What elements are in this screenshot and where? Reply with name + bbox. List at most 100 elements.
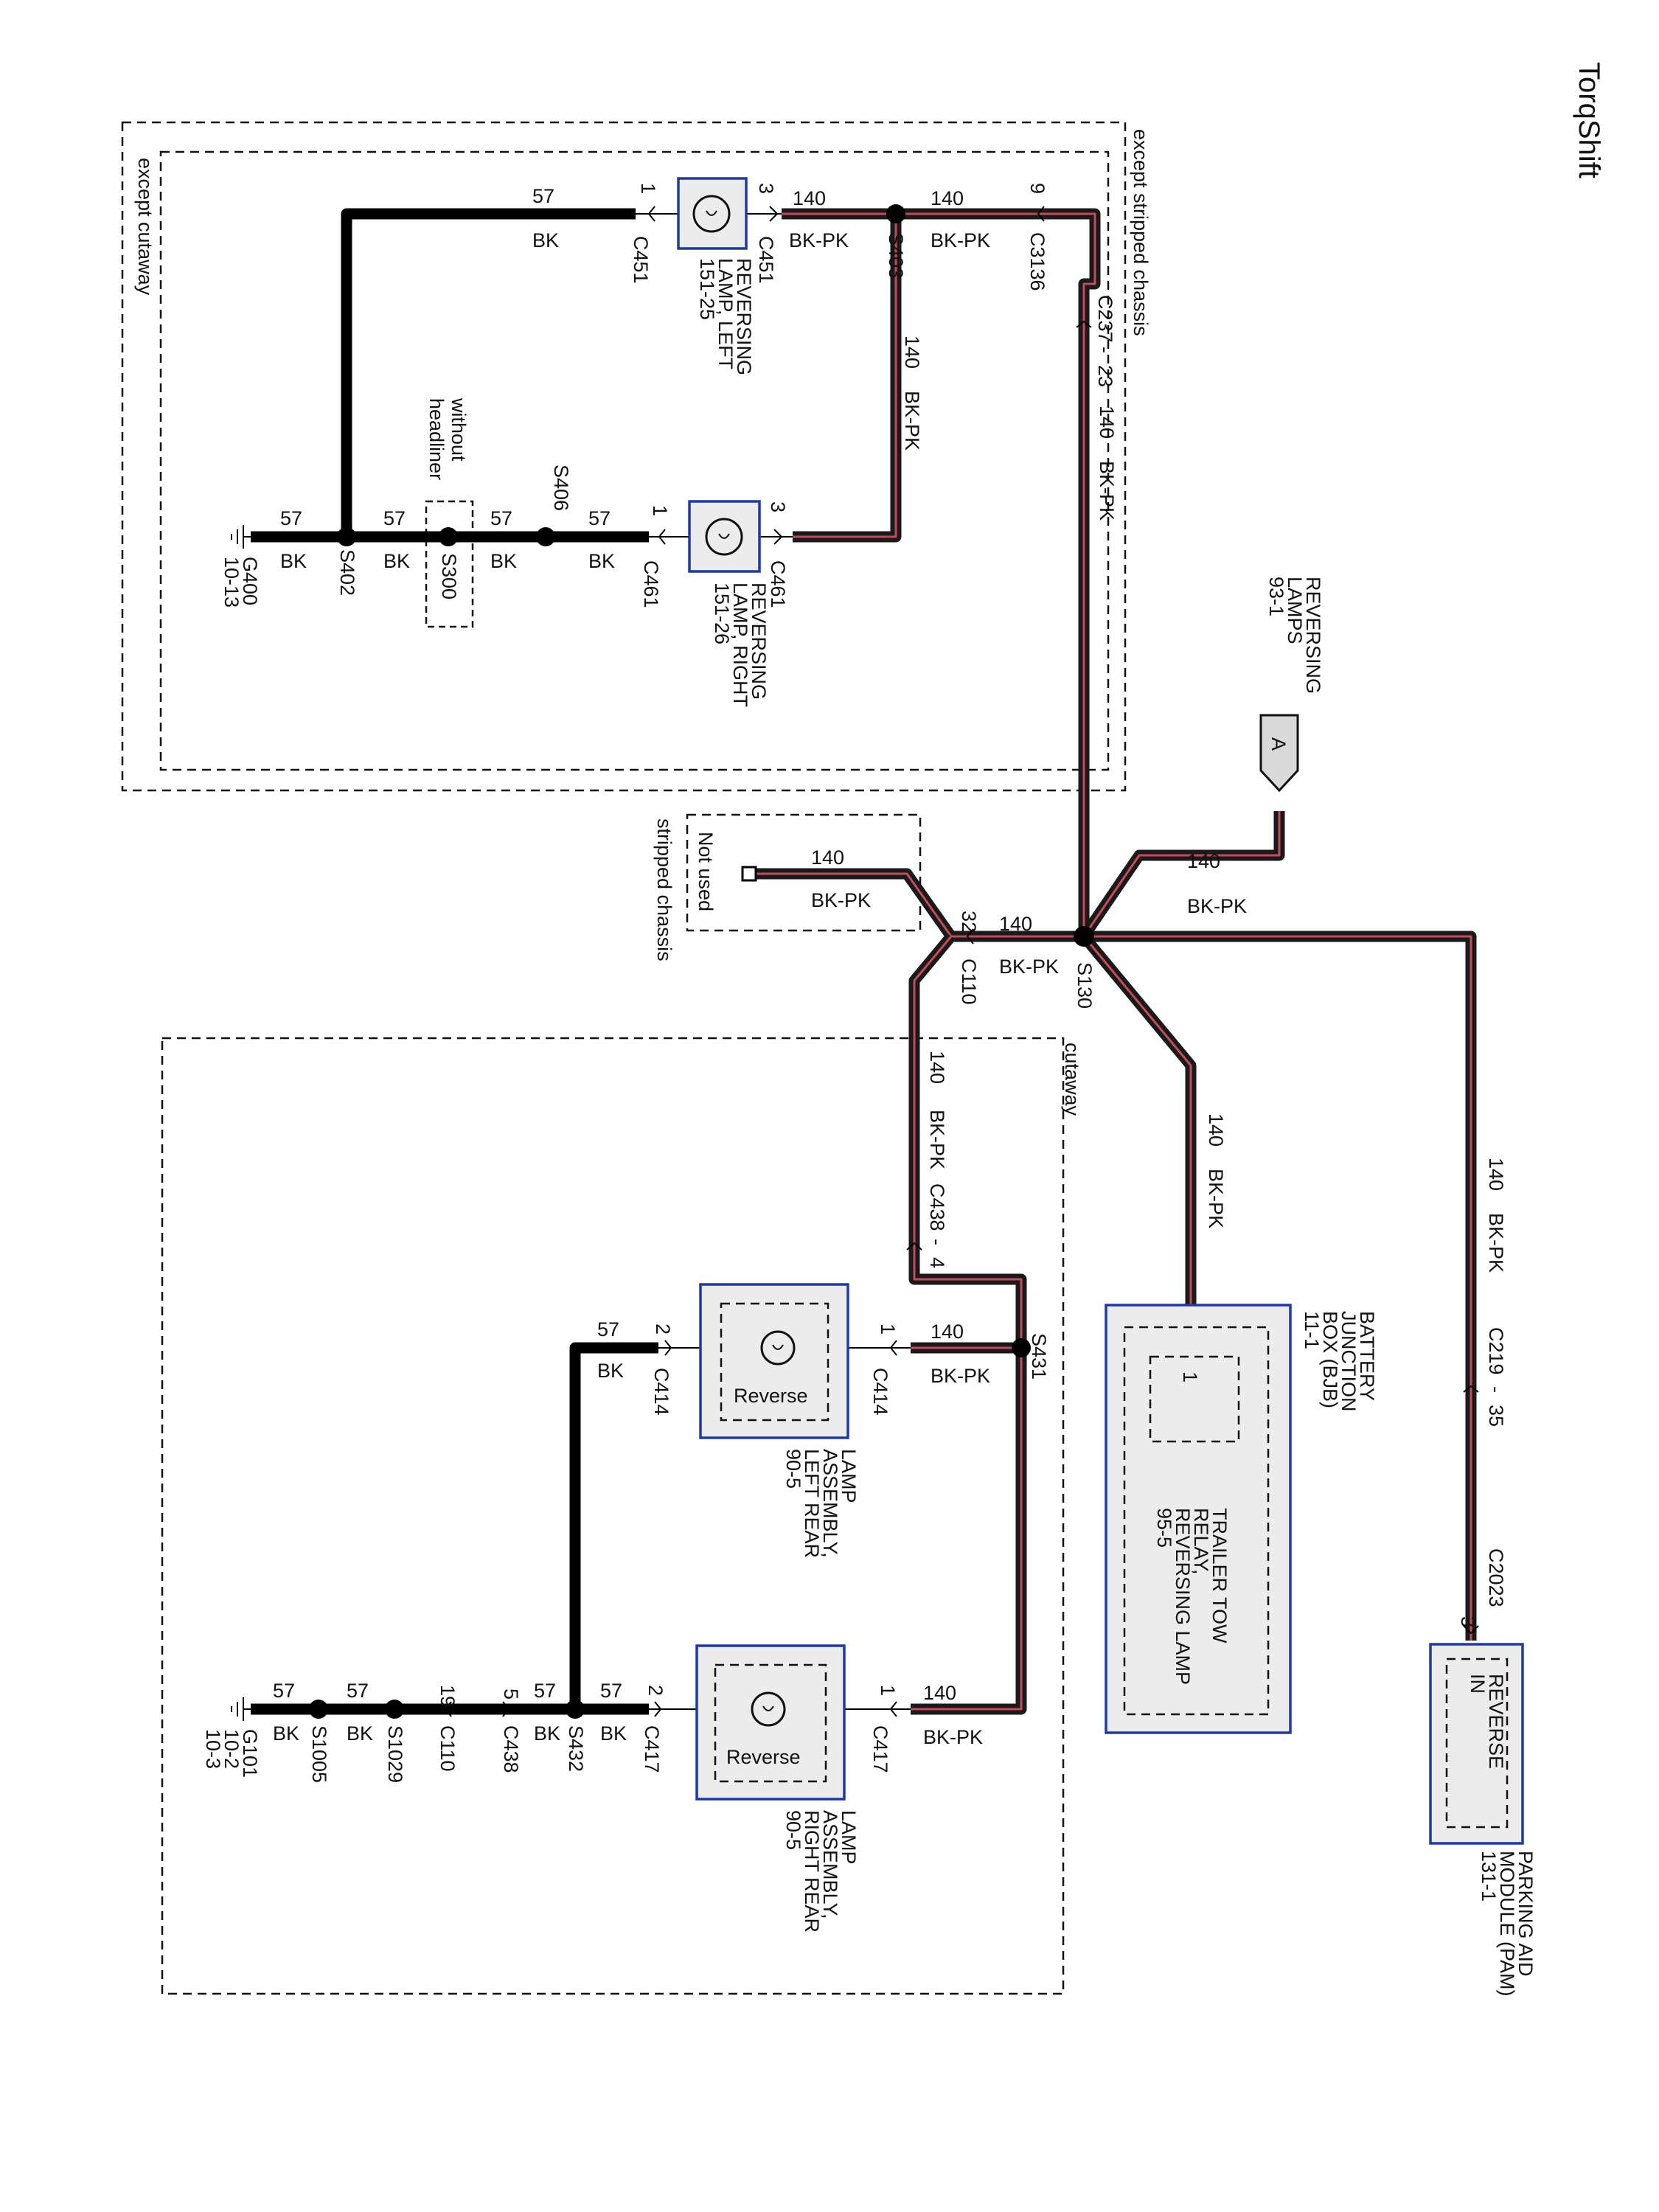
circuit-140-label: 140	[931, 187, 964, 209]
circuit-bk-label: BK	[347, 1722, 373, 1745]
label-without-headliner-1: without	[448, 397, 470, 462]
not-used-terminal	[741, 866, 757, 882]
trailer-tow-relay-box	[1149, 1355, 1240, 1443]
connector-c438b-label: C438	[500, 1725, 522, 1773]
connector-c237-pin: 23	[1094, 365, 1116, 387]
ground-g101-ref-2: 10-3	[202, 1729, 224, 1769]
splice-s1005-label: S1005	[308, 1725, 330, 1783]
connector-c219-sep: -	[1485, 1386, 1507, 1393]
connector-c438-label: C438	[926, 1183, 948, 1231]
connector-c417-pin1-icon	[889, 1701, 897, 1717]
pam-label-2: MODULE (PAM)	[1496, 1851, 1518, 1997]
circuit-bkpk-label: BK-PK	[1205, 1169, 1227, 1228]
bjb-label-2: JUNCTION	[1338, 1311, 1360, 1412]
connector-c438-sep: -	[926, 1239, 948, 1245]
bjb-label-1: BATTERY	[1356, 1311, 1378, 1401]
circuit-57-label: 57	[597, 1318, 619, 1340]
relay-label-4: 95-5	[1153, 1508, 1175, 1548]
connector-c414-pin1-icon	[889, 1340, 897, 1356]
reversing-lamp-left-label-3: 151-25	[696, 258, 718, 320]
connector-c451-label: C451	[630, 236, 652, 284]
relay-label-1: TRAILER TOW	[1208, 1508, 1231, 1644]
connector-c110b-pin: 19	[437, 1685, 459, 1707]
connector-c417-label: C417	[641, 1725, 663, 1773]
label-without-headliner-2: headliner	[425, 398, 448, 480]
reversing-lamp-right-label-2: LAMP, RIGHT	[729, 582, 751, 707]
lamp-lr-inner-dashed	[720, 1302, 830, 1422]
connector-pin-2: 2	[652, 1324, 674, 1335]
region-except-stripped-chassis	[121, 121, 1127, 792]
lamp-lr-filament-icon	[772, 1344, 784, 1350]
region-except-cutaway	[159, 150, 1110, 771]
lamp-rr-label-2: ASSEMBLY,	[819, 1810, 841, 1919]
connector-c110-pin: 32	[958, 911, 980, 933]
circuit-140-label: 140	[999, 913, 1032, 935]
reversing-lamp-left-box	[677, 177, 748, 250]
reversing-lamp-right-label-3: 151-26	[711, 582, 733, 644]
ground-g101-ref-1: 10-2	[220, 1729, 243, 1769]
circuit-bkpk-label: BK-PK	[811, 889, 871, 911]
connector-c438-icon	[906, 1242, 922, 1251]
circuit-140-label: 140	[923, 1682, 956, 1704]
circuit-bkpk-label: BK-PK	[901, 391, 923, 451]
connector-c237-sep: -	[1094, 347, 1116, 353]
lamp-rr-inner-label: Reverse	[726, 1746, 801, 1768]
circuit-140-label: 140	[1187, 850, 1220, 872]
lamp-lr-label-2: ASSEMBLY,	[819, 1449, 841, 1558]
circuit-140-label: 140	[1485, 1158, 1507, 1191]
lamp-rr-label-3: RIGHT REAR	[801, 1810, 823, 1933]
splice-s431	[1012, 1338, 1031, 1357]
reversing-lamp-right-bulb-icon	[705, 518, 743, 556]
lamp-lr-inner-label: Reverse	[734, 1385, 808, 1407]
connector-pin-1: 1	[877, 1685, 899, 1696]
splice-s402	[337, 527, 356, 546]
label-except-cutaway: except cutaway	[134, 158, 156, 296]
connector-c110b-label: C110	[437, 1725, 459, 1772]
connector-c414-label: C414	[650, 1368, 672, 1416]
reversing-lamp-right-box	[688, 500, 761, 573]
splice-s300-label: S300	[438, 553, 460, 599]
splice-s406-label: S406	[550, 465, 572, 511]
circuit-140-label: 140	[926, 1051, 948, 1084]
lamp-lr-label-4: 90-5	[782, 1449, 804, 1489]
splice-s1029-label: S1029	[384, 1725, 406, 1783]
ground-g400-label: G400	[239, 557, 261, 605]
connector-c451-pin3-icon	[769, 206, 779, 222]
reversing-lamp-left-filament-icon	[706, 210, 717, 216]
connector-c451-label: C451	[755, 236, 777, 284]
connector-c110b-icon	[444, 1701, 452, 1717]
splice-s432-label: S432	[565, 1725, 587, 1772]
circuit-bkpk-label: BK-PK	[1187, 895, 1247, 917]
circuit-57-label: 57	[490, 507, 512, 529]
connector-c417-label: C417	[869, 1725, 891, 1773]
circuit-bkpk-label: BK-PK	[926, 1110, 948, 1169]
battery-junction-box	[1105, 1304, 1292, 1734]
reversing-lamps-label-2: LAMPS	[1284, 577, 1306, 644]
reversing-lamps-marker	[1259, 714, 1299, 793]
circuit-bkpk-label: BK-PK	[999, 956, 1059, 978]
circuit-bkpk-label: BK-PK	[931, 229, 990, 251]
circuit-bk-label: BK	[273, 1722, 299, 1745]
relay-pin-1: 1	[1179, 1371, 1201, 1382]
connector-c461-label: C461	[767, 560, 789, 608]
lamp-assembly-right-rear-box	[695, 1644, 846, 1801]
connector-c3136-label: C3136	[1026, 232, 1048, 291]
circuit-bk-label: BK	[534, 1722, 560, 1745]
connector-pin-1: 1	[637, 183, 659, 194]
circuit-57-label: 57	[347, 1680, 369, 1702]
circuit-57-label: 57	[532, 185, 554, 207]
connector-c219-icon	[1463, 1385, 1479, 1393]
region-without-headliner	[425, 500, 474, 628]
lamp-rr-inner-dashed	[714, 1663, 827, 1783]
connector-c438b-pin: 5	[500, 1688, 522, 1700]
connector-c417-pin2-icon	[654, 1701, 662, 1717]
circuit-57-label: 57	[383, 507, 406, 529]
ground-g400-ref: 10-13	[220, 557, 243, 608]
connector-c110-icon	[966, 928, 974, 945]
reversing-lamps-marker-letter: A	[1267, 737, 1290, 751]
connector-c414-pin2-icon	[664, 1340, 672, 1356]
bjb-label-3: BOX (BJB)	[1319, 1311, 1341, 1408]
pam-input-label-2: IN	[1467, 1674, 1489, 1694]
